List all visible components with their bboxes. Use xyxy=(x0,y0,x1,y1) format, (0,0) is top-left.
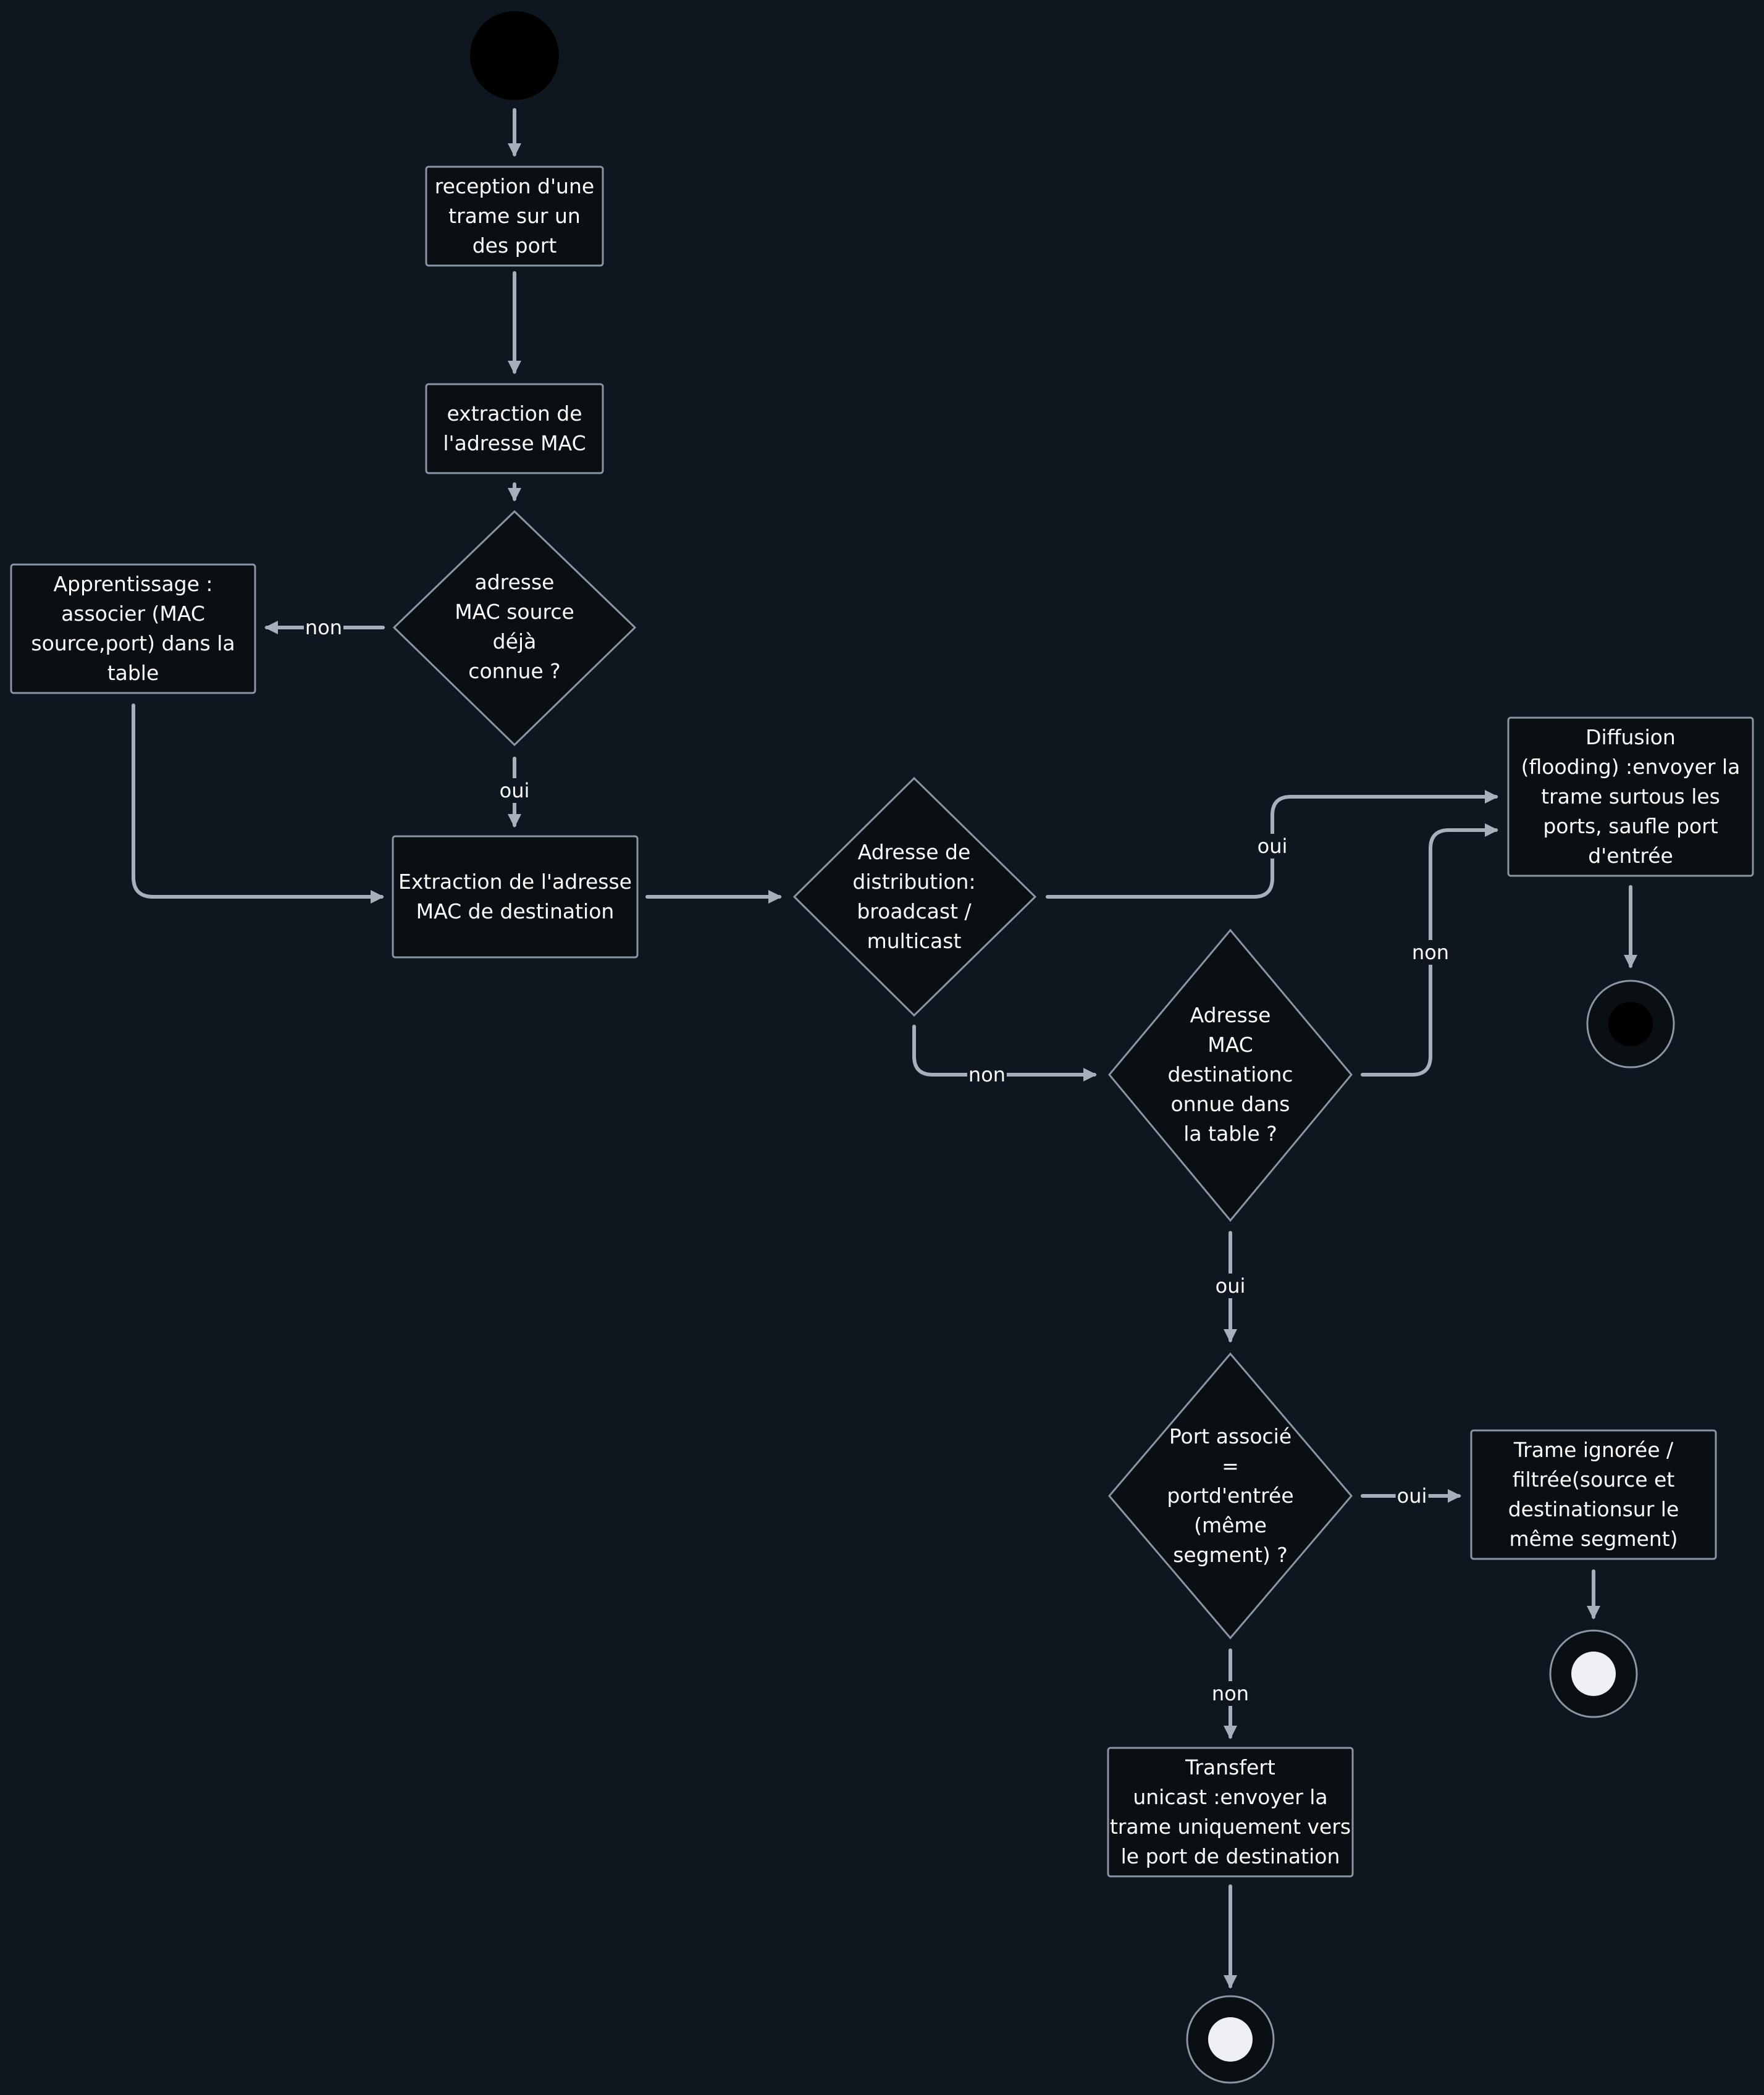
node-diffusion-box xyxy=(1507,716,1754,877)
start-node xyxy=(470,11,559,100)
edge-apprentissage-extraction-dst xyxy=(132,703,384,904)
node-transfert-box xyxy=(1107,1747,1354,1878)
edge-label-dst-known-oui: oui xyxy=(1214,1274,1247,1298)
decision-dst-known-label: Adresse MAC destinationc onnue dans la t… xyxy=(1167,1003,1293,1146)
decision-src-label: adresse MAC source déjà connue ? xyxy=(455,570,574,683)
decision-port-diamond xyxy=(1108,1352,1353,1640)
node-transfert-label: Transfert unicast :envoyer la trame uniq… xyxy=(1109,1755,1351,1868)
decision-src-diamond xyxy=(392,510,637,747)
edge-label-port-oui: oui xyxy=(1395,1484,1429,1508)
edge-label-broadcast-oui: oui xyxy=(1256,834,1289,859)
edge-label-port-non: non xyxy=(1210,1681,1251,1706)
edge-label-broadcast-non: non xyxy=(967,1062,1007,1087)
node-apprentissage-box xyxy=(10,563,256,694)
decision-port-label: Port associé = portd'entrée (même segmen… xyxy=(1167,1424,1294,1567)
decision-dst-known-diamond xyxy=(1108,928,1353,1222)
node-reception-label: reception d'une trame sur un des port xyxy=(434,174,595,258)
node-ignoree-label: Trame ignorée / filtrée(source et destin… xyxy=(1508,1438,1679,1551)
node-apprentissage-label: Apprentissage : associer (MAC source,por… xyxy=(31,572,235,685)
node-ignoree-box xyxy=(1470,1429,1717,1560)
decision-broadcast-label: Adresse de distribution: broadcast / mul… xyxy=(852,840,976,953)
edge-broadcast-dst-known xyxy=(912,1025,1097,1081)
end-node-diffusion xyxy=(1586,980,1675,1068)
node-reception-box xyxy=(425,166,604,267)
decision-broadcast-diamond xyxy=(792,776,1037,1017)
node-extraction-dst-box xyxy=(392,835,639,959)
node-extraction-src-box xyxy=(425,383,604,474)
end-node-transfert xyxy=(1186,1995,1275,2084)
node-extraction-src-label: extraction de l'adresse MAC xyxy=(443,401,586,455)
end-node-ignoree xyxy=(1549,1629,1638,1718)
edge-label-dst-known-non: non xyxy=(1410,940,1451,965)
node-extraction-dst-label: Extraction de l'adresse MAC de destinati… xyxy=(398,870,632,923)
edge-label-src-oui: oui xyxy=(498,778,531,803)
edge-label-src-non: non xyxy=(303,615,344,640)
node-diffusion-label: Diffusion (flooding) :envoyer la trame s… xyxy=(1521,725,1741,868)
